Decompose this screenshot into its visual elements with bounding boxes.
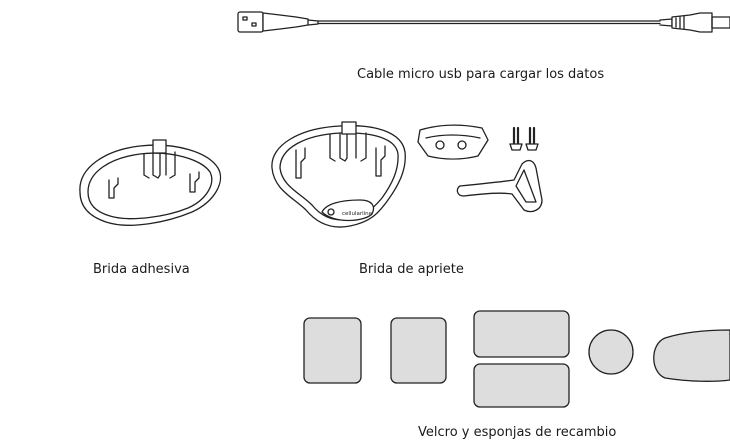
- usb-cable-illustration: [237, 11, 730, 33]
- adhesive-mount-illustration: [79, 139, 222, 226]
- velcro-sponges-illustration: [303, 310, 730, 408]
- hex-key-illustration: [456, 159, 543, 213]
- adhesive-mount-caption: Brida adhesiva: [93, 262, 190, 277]
- screws-illustration: [509, 126, 539, 151]
- cable-caption: Cable micro usb para cargar los datos: [357, 67, 605, 82]
- velcro-sponges-caption: Velcro y esponjas de recambio: [418, 425, 617, 440]
- brand-logo-text: cellularline: [342, 211, 373, 217]
- clamp-mount-caption: Brida de apriete: [359, 262, 464, 277]
- clamp-mount-illustration: [271, 121, 406, 228]
- clip-piece-illustration: [417, 124, 489, 160]
